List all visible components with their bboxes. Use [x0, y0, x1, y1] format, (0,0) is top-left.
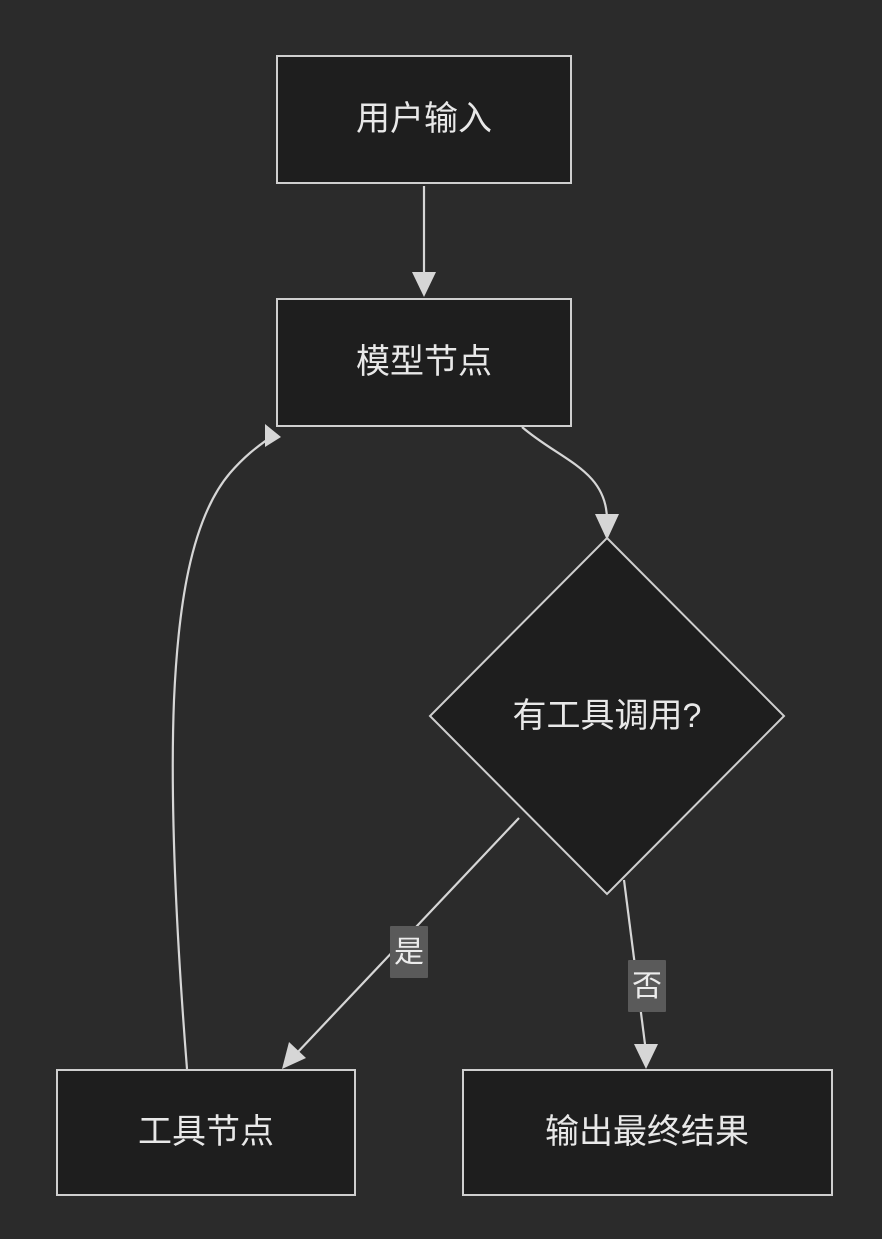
edge-label-no: 否	[632, 970, 662, 1003]
edge-user-input-to-model-node	[412, 186, 436, 297]
node-label-final-output: 输出最终结果	[545, 1113, 749, 1151]
node-label-user-input: 用户输入	[356, 100, 492, 138]
node-shape-rectangle	[276, 55, 572, 184]
edge-label-yes: 是	[394, 936, 424, 969]
node-shape-rectangle	[276, 298, 572, 427]
edge-label-chip-yes	[390, 926, 428, 978]
node-model-node[interactable]: 模型节点	[276, 298, 572, 427]
arrow-head-icon	[412, 272, 436, 297]
edge-decision-to-tool-node: 是	[282, 817, 520, 1069]
node-user-input[interactable]: 用户输入	[276, 55, 572, 184]
node-has-tool-call-decision[interactable]: 有工具调用?	[428, 536, 786, 896]
node-shape-diamond	[428, 536, 786, 896]
arrow-head-icon	[595, 514, 619, 540]
arrow-head-icon	[265, 424, 281, 447]
edge-line	[521, 426, 609, 521]
node-label-has-tool-call: 有工具调用?	[513, 697, 702, 735]
edge-tool-node-to-model-node-loop	[171, 424, 281, 1070]
edge-decision-to-final-output: 否	[622, 879, 666, 1069]
node-shape-rectangle	[462, 1069, 833, 1196]
arrow-head-icon	[634, 1044, 658, 1069]
edge-model-node-to-decision	[521, 426, 619, 540]
node-shape-rectangle	[56, 1069, 356, 1196]
node-final-output[interactable]: 输出最终结果	[462, 1069, 833, 1196]
edge-label-chip-no	[628, 960, 666, 1012]
node-label-tool-node: 工具节点	[138, 1113, 274, 1151]
node-label-model-node: 模型节点	[356, 343, 492, 381]
arrow-head-icon	[282, 1042, 306, 1069]
edge-line	[171, 435, 273, 1070]
node-tool-node[interactable]: 工具节点	[56, 1069, 356, 1196]
